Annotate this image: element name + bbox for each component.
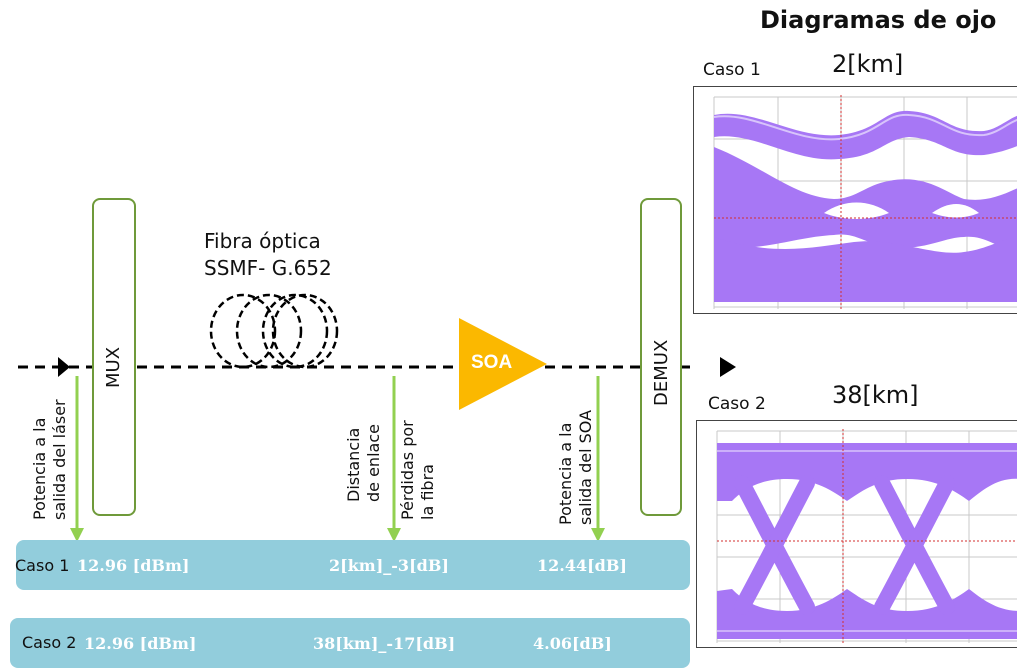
mux-label: MUX — [103, 346, 124, 388]
eye-case2-distance: 38[km] — [832, 381, 919, 409]
distance-line2: de enlace — [364, 424, 383, 502]
row-case1-link: 2[km]_-3[dB] — [329, 556, 449, 575]
soa-power-line2: salida del SOA — [576, 409, 595, 525]
row-case1-label: Caso 1 — [15, 556, 70, 575]
fiber-coil-icon — [209, 293, 339, 369]
demux-block: DEMUX — [640, 198, 682, 516]
eye-case2-label: Caso 2 — [708, 394, 766, 414]
fiber-losses-annotation: Pérdidas por la fibra — [398, 420, 438, 520]
fiber-label-line1: Fibra óptica — [204, 229, 321, 253]
row-case2-label: Caso 2 — [22, 633, 77, 652]
laser-power-line1: Potencia a la — [30, 417, 49, 520]
link-diagram — [18, 293, 690, 542]
row-case2-laser-power: 12.96 [dBm] — [84, 634, 197, 653]
results-row-case1 — [16, 540, 690, 590]
results-row-case2 — [10, 618, 690, 668]
soa-power-annotation: Potencia a la salida del SOA — [556, 410, 596, 525]
eye-case1-distance: 2[km] — [832, 50, 904, 78]
distance-line1: Distancia — [344, 427, 363, 502]
laser-power-annotation: Potencia a la salida del láser — [30, 399, 70, 520]
eye-case1-label: Caso 1 — [703, 60, 761, 80]
eye-diagram-case1-plot — [713, 95, 1017, 309]
laser-power-line2: salida del láser — [50, 399, 69, 520]
eye-diagrams-title: Diagramas de ojo — [760, 6, 997, 34]
signal-start-marker-icon — [58, 357, 70, 377]
eye-diagram-case1 — [693, 86, 1017, 314]
row-case1-soa-power: 12.44[dB] — [537, 556, 627, 575]
losses-line1: Pérdidas por — [398, 420, 417, 520]
row-case2-link: 38[km]_-17[dB] — [313, 634, 456, 653]
soa-label: SOA — [471, 352, 513, 373]
row-case1-laser-power: 12.96 [dBm] — [77, 556, 190, 575]
mux-block: MUX — [92, 198, 136, 516]
distance-annotation: Distancia de enlace — [344, 424, 384, 502]
eye-diagram-case2-plot — [716, 429, 1017, 643]
fiber-label: Fibra óptica SSMF- G.652 — [204, 228, 332, 282]
soa-amplifier-icon — [459, 318, 547, 410]
soa-power-line1: Potencia a la — [556, 422, 575, 525]
losses-line2: la fibra — [418, 464, 437, 520]
demux-label: DEMUX — [651, 339, 672, 406]
eye-diagram-case2 — [696, 420, 1017, 648]
signal-arrow-head-icon — [720, 357, 736, 377]
fiber-label-line2: SSMF- G.652 — [204, 256, 332, 280]
row-case2-soa-power: 4.06[dB] — [533, 634, 612, 653]
